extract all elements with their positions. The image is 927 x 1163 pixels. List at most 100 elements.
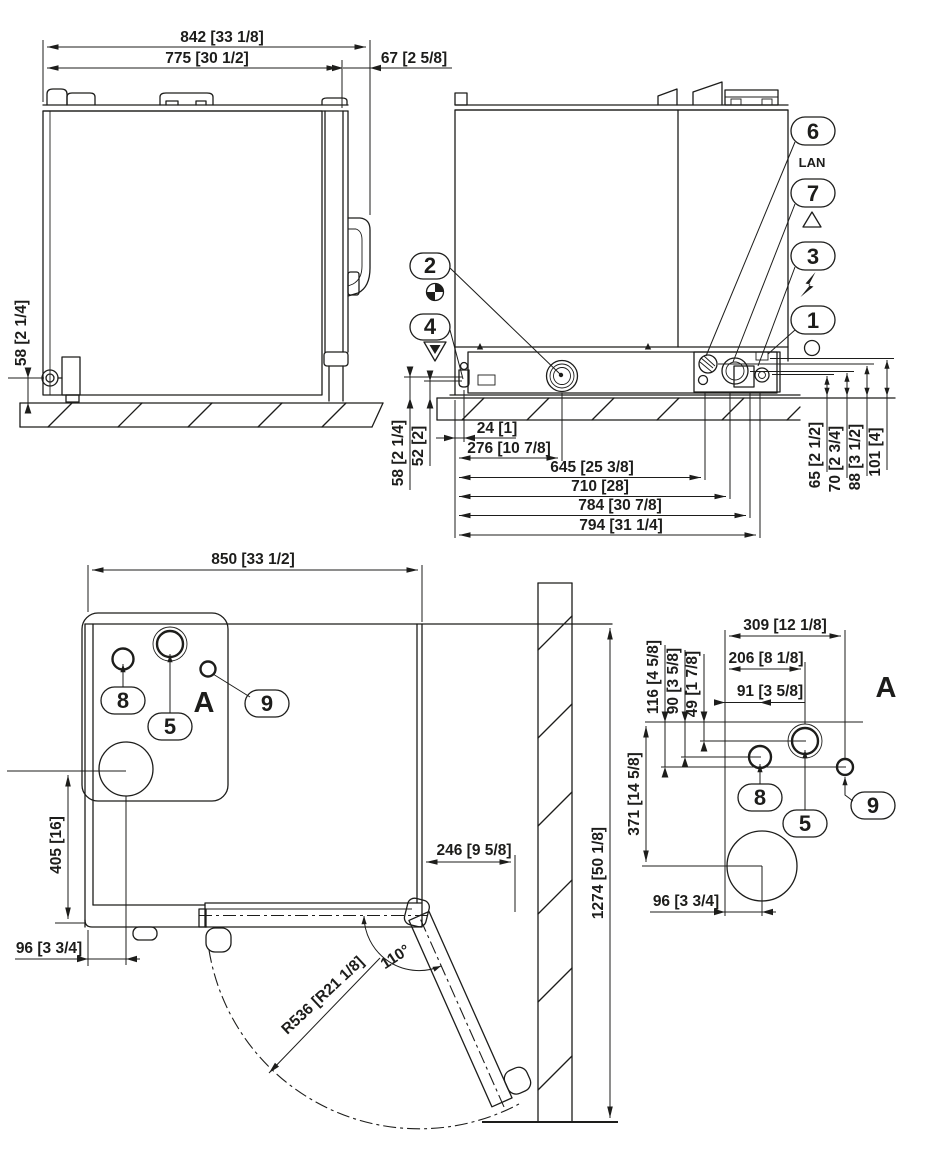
callout-5-number: 5 <box>164 714 176 739</box>
callout-5-plan: 5 <box>147 654 193 741</box>
plan-view: 8 5 A 9 110° R536 [R21 1/8] <box>7 551 618 1130</box>
dim-246: 246 [9 5/8] <box>426 842 516 912</box>
dim-90: 90 [3 5/8] <box>665 648 689 768</box>
dim-label: 96 [3 3/4] <box>16 940 82 957</box>
dim-label: 52 [2] <box>410 426 427 467</box>
callout-5-detail: 5 <box>782 750 828 838</box>
dim-96-detail: 96 [3 3/4] <box>650 893 776 916</box>
callout-4: 4 <box>409 313 464 380</box>
callout-3-number: 3 <box>807 244 819 269</box>
dim-label: 101 [4] <box>867 427 884 476</box>
connection-hole-5 <box>155 629 185 659</box>
dim-58-back: 58 [2 1/4] <box>390 366 462 490</box>
dim-24: 24 [1] <box>436 420 517 442</box>
callout-9-detail: 9 <box>842 777 896 820</box>
door-angle-label: 110° <box>378 942 413 973</box>
callout-3: 3 <box>757 241 836 367</box>
dim-label: 842 [33 1/8] <box>180 29 264 46</box>
dim-label: 88 [3 1/2] <box>847 424 864 490</box>
lan-label: LAN <box>799 155 826 170</box>
dim-91: 91 [3 5/8] <box>714 683 805 706</box>
vent-pipe-outline-2 <box>66 92 96 106</box>
dim-645: 645 [25 3/8] <box>459 459 701 481</box>
dim-label: 850 [33 1/2] <box>211 551 295 568</box>
dim-label: 91 [3 5/8] <box>737 683 803 700</box>
dim-67: 67 [2 5/8] <box>332 50 452 72</box>
dim-label: 58 [2 1/4] <box>13 300 30 366</box>
detail-view-a: A 309 [12 1/8] 206 [8 1/8] 91 [3 5/8] 11… <box>626 617 897 916</box>
callout-9-number: 9 <box>867 793 879 818</box>
dim-label: 49 [1 7/8] <box>684 651 701 717</box>
door-bottom-hinge <box>323 351 349 367</box>
back-body-outline <box>454 109 789 348</box>
callout-8-plan: 8 <box>100 664 146 715</box>
ground-hatch-side <box>19 402 384 428</box>
dim-206: 206 [8 1/8] <box>729 650 804 672</box>
electrical-icon <box>800 272 816 297</box>
door-closed <box>198 897 430 953</box>
dim-309: 309 [12 1/8] <box>729 617 841 639</box>
dim-label: 775 [30 1/2] <box>165 50 249 67</box>
back-view: 2 4 6 LAN 7 3 1 <box>390 81 896 538</box>
drain-connection <box>545 359 579 393</box>
vent-triangle-icon <box>802 211 822 228</box>
side-body-outline <box>42 110 323 396</box>
door-open <box>408 910 532 1108</box>
door-angle-arc <box>361 915 442 972</box>
wall-section <box>537 582 573 1123</box>
dim-label: 784 [30 7/8] <box>578 497 662 514</box>
callout-7-number: 7 <box>807 181 819 206</box>
dim-label: 65 [2 1/2] <box>807 422 824 488</box>
electrical-gland <box>721 357 755 388</box>
door-handle <box>347 217 371 297</box>
door-foot <box>205 927 232 953</box>
plinth <box>449 343 801 396</box>
dim-label: 206 [8 1/8] <box>729 650 804 667</box>
lan-connector <box>697 354 718 386</box>
large-opening <box>98 741 154 797</box>
callout-8-number: 8 <box>754 785 766 810</box>
dim-label: 67 [2 5/8] <box>381 50 447 67</box>
ground-hatch-back <box>436 397 896 421</box>
dim-794: 794 [31 1/4] <box>459 517 756 538</box>
callout-9-plan: 9 <box>212 673 290 718</box>
dim-52-back: 52 [2] <box>410 370 462 467</box>
callout-6-number: 6 <box>807 119 819 144</box>
dim-850: 850 [33 1/2] <box>87 551 423 622</box>
dim-88: 88 [3 1/2] <box>847 366 870 490</box>
dim-775: 775 [30 1/2] <box>47 50 343 108</box>
dim-label: 70 [2 3/4] <box>827 426 844 492</box>
center-of-gravity-icon <box>425 282 445 302</box>
connection-hole-9 <box>199 660 217 678</box>
callout-1: 1 <box>767 305 836 357</box>
callout-5-number: 5 <box>799 811 811 836</box>
dim-label: 1274 [50 1/8] <box>590 827 607 919</box>
dim-65: 65 [2 1/2] <box>807 376 830 488</box>
dim-58-side: 58 [2 1/4] <box>8 300 44 414</box>
foot <box>65 394 80 403</box>
dim-96-plan: 96 [3 3/4] <box>15 930 140 966</box>
large-opening-detail <box>726 830 798 902</box>
dim-70: 70 [2 3/4] <box>827 373 850 492</box>
top-connection-panel <box>81 612 229 802</box>
callout-2: 2 <box>409 252 564 378</box>
dim-label: 246 [9 5/8] <box>437 842 512 859</box>
circle-icon <box>803 339 821 357</box>
door-radius-label: R536 [R21 1/8] <box>278 953 367 1038</box>
dim-label: 276 [10 7/8] <box>467 440 551 457</box>
door-top-cap <box>321 97 348 106</box>
detail-reference-letter: A <box>194 687 215 719</box>
dim-label: 645 [25 3/8] <box>550 459 634 476</box>
dim-784: 784 [30 7/8] <box>459 497 746 519</box>
top-box <box>724 89 779 106</box>
dim-label: 371 [14 5/8] <box>626 752 643 836</box>
dim-116: 116 [4 5/8] <box>645 640 669 778</box>
callout-8-number: 8 <box>117 688 129 713</box>
drain-icon <box>423 341 447 362</box>
detail-view-letter: A <box>876 672 897 704</box>
dim-710: 710 [28] <box>459 478 726 500</box>
dim-label: 96 [3 3/4] <box>653 893 719 910</box>
water-inlet-fitting <box>458 361 470 388</box>
